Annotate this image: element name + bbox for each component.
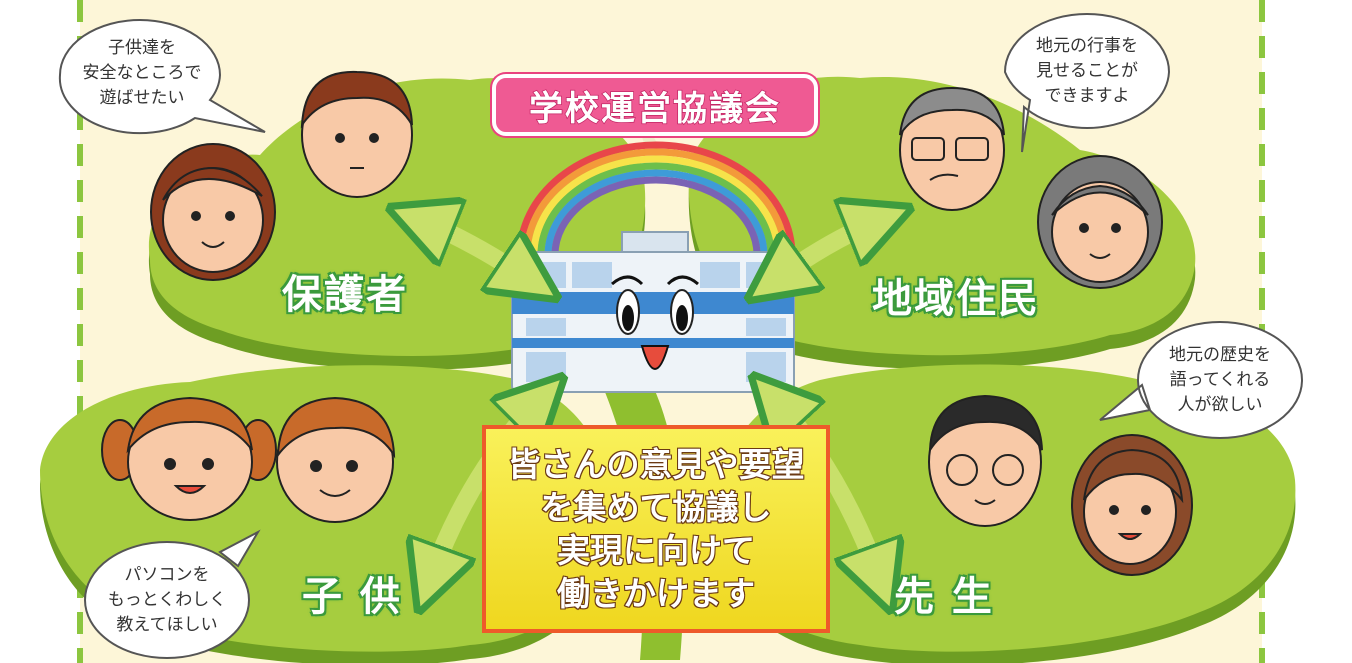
label-parents: 保護者 xyxy=(281,271,408,319)
label-teachers: 先 生 xyxy=(893,573,994,621)
center-message-line-3: 実現に向けて xyxy=(556,530,756,571)
person-face-icon xyxy=(101,70,1193,576)
bubble-residents-shape xyxy=(1003,13,1171,153)
face-child-boy xyxy=(276,396,396,523)
face-resident-man xyxy=(899,86,1005,211)
bubble-parents-shape xyxy=(58,19,266,135)
center-message-line-4: 働きかけます xyxy=(556,573,756,614)
bubble-teachers-shape xyxy=(1099,321,1304,439)
bubble-residents-text: 地元の行事を 見せることが できますよ xyxy=(1036,36,1138,106)
bubble-parents-text: 子供達を 安全なところで 遊ばせたい xyxy=(82,38,202,108)
label-residents: 地域住民 xyxy=(871,275,1040,323)
bubble-children-text: パソコンを もっとくわしく 教えてほしい xyxy=(107,565,227,635)
bubble-children-shape xyxy=(83,529,261,659)
arrow-parents xyxy=(420,220,530,280)
center-message-line-2: を集めて協議し xyxy=(540,487,773,528)
title-text: 学校運営協議会 xyxy=(528,88,781,130)
arrow-children xyxy=(430,400,540,580)
title-badge: 学校運営協議会 xyxy=(492,74,818,136)
center-message-line-1: 皆さんの意見や要望 xyxy=(507,444,806,485)
school-building-icon xyxy=(511,231,795,393)
label-children: 子 供 xyxy=(301,573,402,621)
face-parent-woman xyxy=(150,143,276,281)
face-teacher-man xyxy=(928,394,1043,527)
double-arrow-icon xyxy=(420,220,880,580)
face-resident-woman xyxy=(1037,155,1163,289)
face-teacher-woman xyxy=(1071,434,1193,576)
arrow-residents xyxy=(775,220,880,280)
face-child-girl xyxy=(101,396,277,521)
center-message-box: 皆さんの意見や要望 を集めて協議し 実現に向けて 働きかけます xyxy=(482,425,830,633)
face-parent-man xyxy=(300,70,413,198)
bubble-teachers-text: 地元の歴史を 語ってくれる 人が欲しい xyxy=(1169,345,1271,415)
speech-bubble-icon xyxy=(58,13,1304,659)
arrow-teachers xyxy=(775,400,880,580)
